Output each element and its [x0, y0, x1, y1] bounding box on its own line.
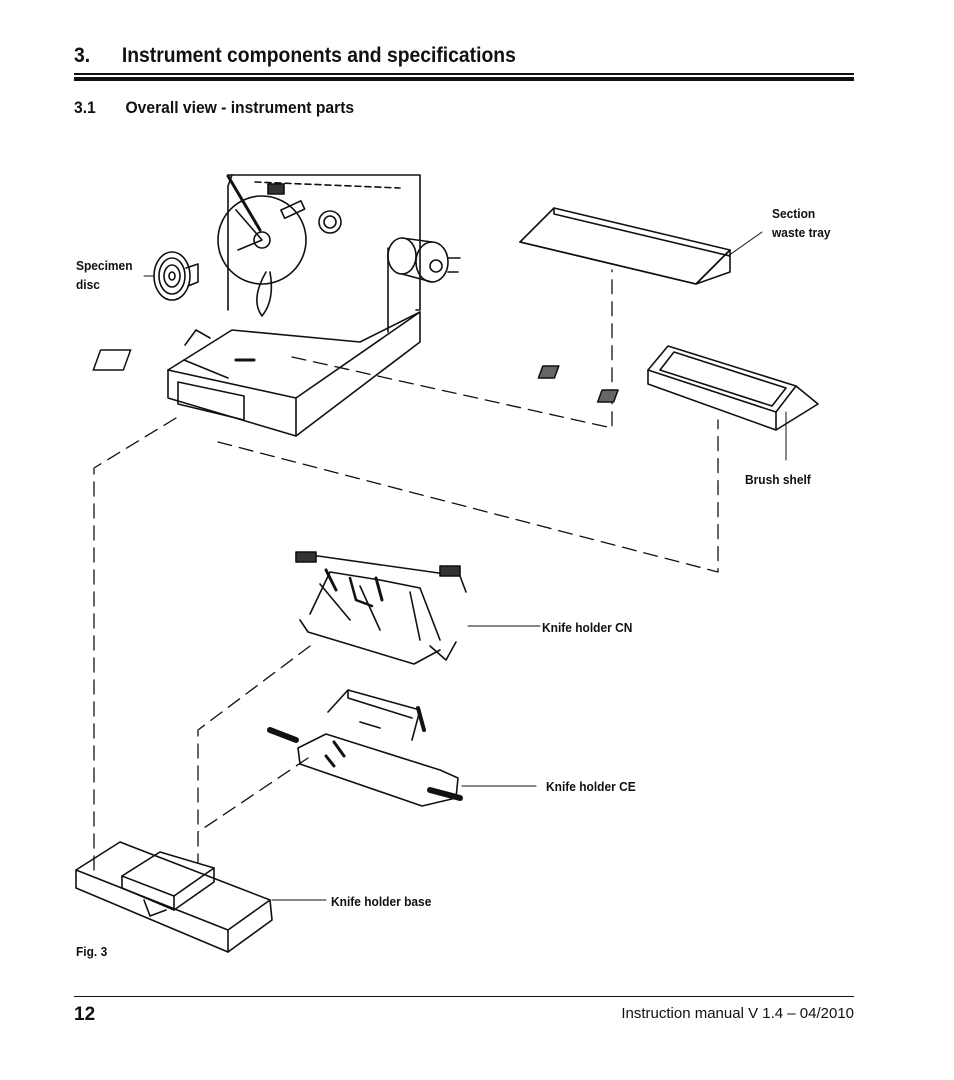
manual-version: Instruction manual V 1.4 – 04/2010 — [621, 1005, 854, 1022]
label-brush-shelf: Brush shelf — [745, 472, 811, 487]
section-waste-tray — [519, 207, 763, 285]
brush-shelf — [537, 345, 819, 461]
label-knife-holder-base: Knife holder base — [331, 894, 432, 909]
section-heading: 3.1 Overall view - instrument parts — [74, 98, 354, 118]
figure-caption: Fig. 3 — [76, 944, 108, 959]
footer-rule — [74, 996, 854, 997]
instrument-housing — [92, 174, 461, 437]
heading-rule-thick — [74, 77, 854, 81]
label-section-waste-tray: Section waste tray — [772, 204, 831, 242]
chapter-heading: 3. Instrument components and specificatio… — [74, 44, 516, 68]
label-section-waste-tray-line2: waste tray — [772, 225, 831, 240]
specimen-disc — [143, 251, 199, 301]
chapter-title: Instrument components and specifications — [121, 44, 516, 67]
section-title: Overall view - instrument parts — [125, 98, 355, 117]
label-specimen-disc-line1: Specimen — [76, 258, 133, 273]
heading-rule-thin — [74, 73, 854, 75]
knife-holder-cn — [295, 551, 541, 665]
chapter-number: 3. — [74, 44, 91, 67]
knife-holder-ce — [267, 689, 537, 807]
knife-holder-base — [75, 841, 327, 953]
label-knife-holder-cn: Knife holder CN — [542, 620, 633, 635]
label-knife-holder-ce: Knife holder CE — [546, 779, 636, 794]
assembly-dashed-lines — [93, 269, 719, 871]
section-number: 3.1 — [74, 98, 96, 117]
label-section-waste-tray-line1: Section — [772, 206, 816, 221]
label-specimen-disc: Specimen disc — [76, 256, 133, 294]
label-specimen-disc-line2: disc — [76, 277, 100, 292]
page-number: 12 — [74, 1004, 96, 1025]
